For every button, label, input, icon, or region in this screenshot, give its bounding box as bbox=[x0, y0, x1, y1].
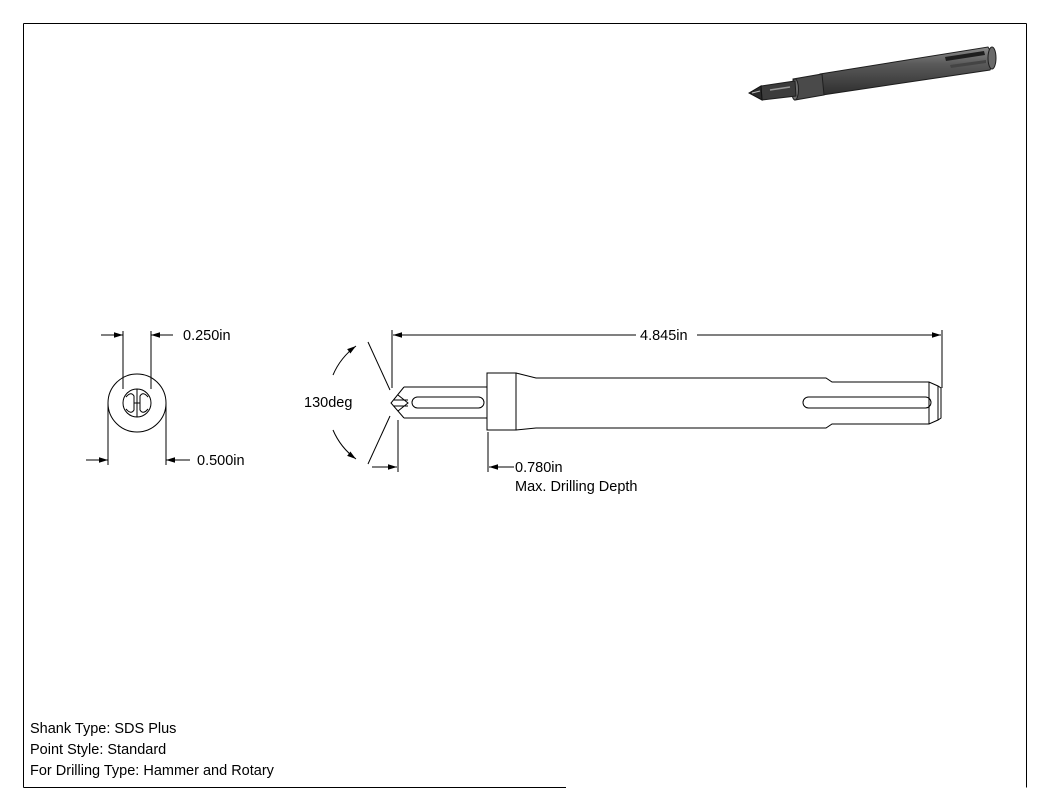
shank-diameter-label: 0.500in bbox=[197, 453, 245, 469]
end-view bbox=[86, 331, 190, 465]
drilling-depth-caption: Max. Drilling Depth bbox=[515, 479, 638, 495]
note-drilling-type: For Drilling Type: Hammer and Rotary bbox=[30, 763, 275, 779]
overall-length-dimension bbox=[391, 330, 943, 388]
drilling-depth-value: 0.780in bbox=[515, 460, 563, 476]
collar bbox=[486, 372, 517, 431]
note-point-style: Point Style: Standard bbox=[30, 742, 166, 758]
side-view bbox=[390, 372, 942, 431]
notes-block: Shank Type: SDS Plus Point Style: Standa… bbox=[30, 721, 275, 779]
drilling-depth-dimension bbox=[372, 420, 514, 472]
overall-length-label: 4.845in bbox=[640, 328, 688, 344]
note-shank-type: Shank Type: SDS Plus bbox=[30, 721, 176, 737]
point-angle-label: 130deg bbox=[304, 395, 352, 411]
isometric-render bbox=[747, 46, 997, 101]
shank-slot bbox=[802, 396, 932, 409]
point-angle-dimension bbox=[332, 341, 391, 465]
shank-body bbox=[515, 372, 942, 431]
sheet-border bbox=[23, 23, 1027, 788]
drill-point bbox=[390, 386, 405, 419]
tip-diameter-label: 0.250in bbox=[183, 328, 231, 344]
